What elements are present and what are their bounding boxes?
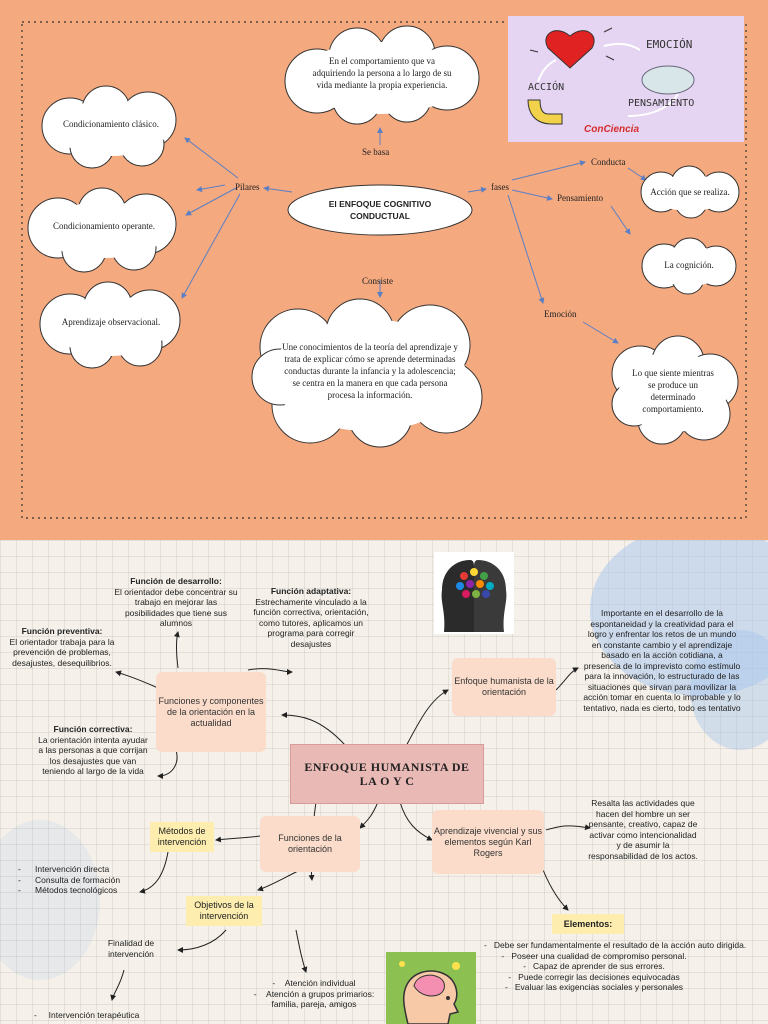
atencion-list: - Atención individual - Atención a grupo… <box>246 978 382 1010</box>
pensamiento-label: Pensamiento <box>557 193 603 203</box>
bottom-connectors <box>110 631 591 1001</box>
se-basa-label: Se basa <box>362 147 390 157</box>
funcion-adaptativa-title: Función adaptativa: <box>270 586 352 596</box>
cognitive-behavioral-map: El ENFOQUE COGNITIVO CONDUCTUAL Se basa … <box>0 0 768 540</box>
elementos-list: - Debe ser fundamentalmente el resultado… <box>484 940 747 993</box>
funcion-correctiva-title: Función correctiva: <box>53 724 133 734</box>
pilares-label: Pilares <box>235 182 260 192</box>
head-thinking-illustration <box>399 961 460 1024</box>
elementos-title: Elementos: <box>552 914 624 934</box>
funcion-adaptativa-note: Función adaptativa: Estrechamente vincul… <box>248 586 374 649</box>
metodos-intervencion-box: Métodos de intervención <box>150 822 214 852</box>
emocion-text: Lo que siente mientras se produce un det… <box>632 368 714 414</box>
humanist-title-line2: LA O Y C <box>359 774 415 788</box>
elemento-item: - Puede corregir las decisiones equivoca… <box>508 971 680 982</box>
funciones-componentes-box: Funciones y componentes de la orientació… <box>156 672 266 752</box>
head-thinking-image <box>386 952 476 1024</box>
central-title-line2: CONDUCTUAL <box>350 211 410 221</box>
cycle-illustration <box>527 27 695 125</box>
emotion-cycle-image: EMOCIÓN ACCIÓN PENSAMIENTO ConCiencia <box>508 16 744 142</box>
central-title-line1: El ENFOQUE COGNITIVO <box>328 199 432 209</box>
pilar-cloud-3 <box>39 281 181 369</box>
elemento-item: - Evaluar las exigencias sociales y pers… <box>504 982 684 992</box>
finalidad-list: - Intervención terapéutica <box>34 1010 194 1021</box>
metodo-item: - Consulta de formación <box>18 874 121 885</box>
funcion-desarrollo-title: Función de desarrollo: <box>130 576 222 586</box>
humanist-central-title: ENFOQUE HUMANISTA DE LA O Y C <box>290 744 484 804</box>
finalidad-intervencion-note: Finalidad de intervención <box>107 938 155 959</box>
pilar-cloud-2 <box>27 187 177 273</box>
funcion-preventiva-text: El orientador trabaja para la prevención… <box>9 636 115 668</box>
humanist-title-line1: ENFOQUE HUMANISTA DE <box>304 760 470 774</box>
metodo-item: - Métodos tecnológicos <box>18 885 118 895</box>
finalidad-item: - Intervención terapéutica <box>34 1010 140 1020</box>
enfoque-humanista-description: Importante en el desarrollo de la espont… <box>583 608 741 713</box>
humanist-map: ENFOQUE HUMANISTA DE LA O Y C Funciones … <box>0 540 768 1024</box>
emocion-label: Emoción <box>544 309 577 319</box>
conducta-text: Acción que se realiza. <box>650 187 730 197</box>
funcion-correctiva-note: Función correctiva: La orientación inten… <box>36 724 150 777</box>
central-title: El ENFOQUE COGNITIVO CONDUCTUAL <box>295 188 465 232</box>
funcion-desarrollo-note: Función de desarrollo: El orientador deb… <box>112 576 240 629</box>
funciones-orientacion-box: Funciones de la orientación <box>260 816 360 872</box>
brand-logo: ConCiencia <box>584 124 640 135</box>
consiste-cloud <box>251 298 483 448</box>
funcion-preventiva-title: Función preventiva: <box>21 626 103 636</box>
center-cloud <box>287 184 473 236</box>
elemento-item: - Poseer una cualidad de compromiso pers… <box>501 950 687 961</box>
funcion-desarrollo-text: El orientador debe concentrar su trabajo… <box>114 586 238 629</box>
decor-blobs <box>0 540 768 980</box>
enfoque-humanista-box: Enfoque humanista de la orientación <box>452 658 556 716</box>
metodos-list: - Intervención directa - Consulta de for… <box>18 864 168 896</box>
pilar-cloud-1 <box>41 85 177 169</box>
aprendizaje-vivencial-description: Resalta las actividades que hacen del ho… <box>588 798 698 861</box>
funcion-adaptativa-text: Estrechamente vinculado a la función cor… <box>253 596 369 649</box>
funcion-preventiva-note: Función preventiva: El orientador trabaj… <box>8 626 116 668</box>
fases-label: fases <box>491 182 509 192</box>
emocion-cloud <box>611 335 739 445</box>
pilar-text-2: Condicionamiento operante. <box>53 221 155 231</box>
cycle-pensamiento-label: PENSAMIENTO <box>628 98 695 109</box>
pensamiento-cloud <box>641 237 737 295</box>
metodo-item: - Intervención directa <box>18 864 110 874</box>
conducta-label: Conducta <box>591 157 626 167</box>
pensamiento-text: La cognición. <box>664 260 714 270</box>
top-connectors <box>21 21 747 519</box>
se-basa-cloud <box>284 25 480 125</box>
pilar-text-3: Aprendizaje observacional. <box>61 317 161 327</box>
atencion-item: - Atención a grupos primarios: familia, … <box>253 988 375 1010</box>
cycle-accion-label: ACCIÓN <box>528 82 565 93</box>
consiste-label: Consiste <box>362 276 394 286</box>
pilar-text-1: Condicionamiento clásico. <box>63 119 159 129</box>
brain-profile-illustration <box>441 560 507 632</box>
elemento-item: - Debe ser fundamentalmente el resultado… <box>484 940 747 950</box>
consiste-text: Une conocimientos de la teoría del apren… <box>282 342 458 400</box>
elemento-item: - Capaz de aprender de sus errores. <box>523 961 665 971</box>
se-basa-text: En el comportamiento que va adquiriendo … <box>312 56 452 90</box>
cycle-emocion-label: EMOCIÓN <box>646 38 693 51</box>
atencion-item: - Atención individual <box>272 978 356 988</box>
conducta-cloud <box>640 165 740 219</box>
funcion-correctiva-text: La orientación intenta ayudar a las pers… <box>38 734 148 777</box>
objetivos-intervencion-box: Objetivos de la intervención <box>186 896 262 926</box>
aprendizaje-vivencial-box: Aprendizaje vivencial y sus elementos se… <box>432 810 544 874</box>
brain-profile-image <box>434 552 514 634</box>
